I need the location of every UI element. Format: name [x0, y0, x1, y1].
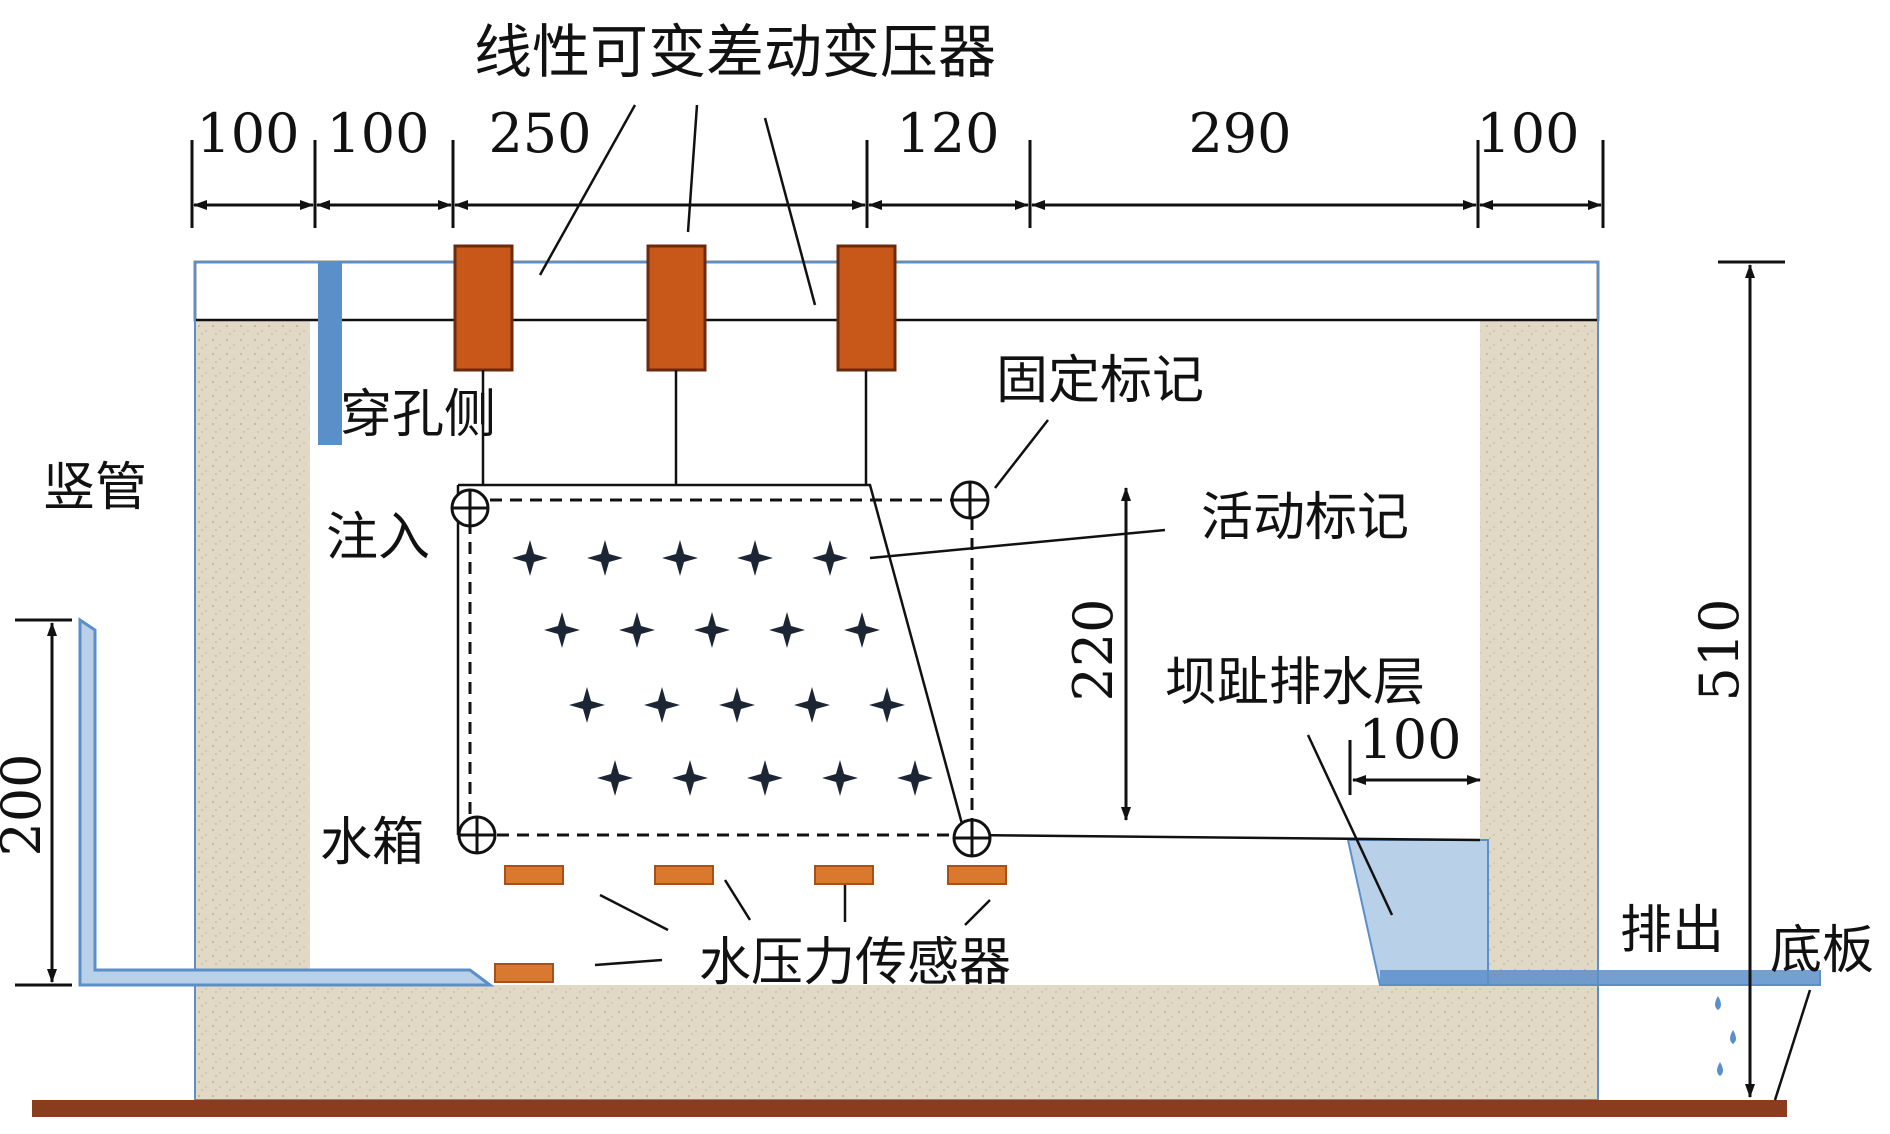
movable-marker: [794, 687, 830, 723]
movable-marker: [869, 687, 905, 723]
dim-top-3: 250: [488, 102, 591, 165]
movable-marker: [587, 540, 623, 576]
soil-surface-line: [458, 483, 1481, 842]
movable-marker: [719, 687, 755, 723]
pressure-sensor-label: 水压力传感器: [699, 933, 1011, 993]
drain-width-label: 100: [1358, 708, 1461, 771]
movable-marker: [694, 612, 730, 648]
fixed-markers: [450, 480, 992, 858]
injection-label: 注入: [326, 508, 430, 568]
movable-marker: [644, 687, 680, 723]
standpipe-height-label: 200: [0, 753, 53, 856]
marker-height-label: 220: [1062, 598, 1125, 701]
movable-marker: [512, 540, 548, 576]
dim-top-5: 290: [1188, 102, 1291, 165]
water-drops: [1715, 996, 1736, 1076]
movable-marker: [672, 760, 708, 796]
top-dimensions: [190, 140, 1605, 228]
movable-marker: [597, 760, 633, 796]
leader-lines: [538, 104, 1812, 1101]
height-dimension: [1718, 260, 1785, 1098]
standpipe: [78, 617, 495, 987]
movable-marker: [747, 760, 783, 796]
height-total-label: 510: [1688, 598, 1751, 701]
toe-drain-label: 坝趾排水层: [1165, 653, 1425, 713]
reference-frame: [468, 498, 974, 837]
base-plate: [32, 1100, 1787, 1117]
dim-top-2: 100: [326, 102, 429, 165]
movable-marker: [822, 760, 858, 796]
dim-top-1: 100: [196, 102, 299, 165]
outflow-label: 排出: [1620, 901, 1724, 961]
movable-marker: [737, 540, 773, 576]
movable-marker-label: 活动标记: [1201, 488, 1409, 548]
fixed-marker-label: 固定标记: [996, 351, 1204, 411]
drain-width-dimension: [1348, 740, 1481, 795]
water-tank-label: 水箱: [320, 813, 424, 873]
movable-marker: [769, 612, 805, 648]
movable-marker: [662, 540, 698, 576]
movable-markers: [512, 540, 933, 796]
movable-marker: [569, 687, 605, 723]
dim-top-6: 100: [1476, 102, 1579, 165]
movable-marker: [619, 612, 655, 648]
movable-marker: [897, 760, 933, 796]
standpipe-dimension: [15, 618, 72, 987]
lvdt-sensors: [453, 244, 897, 485]
movable-marker: [544, 612, 580, 648]
movable-marker: [844, 612, 880, 648]
perforated-tube: [318, 262, 342, 445]
perforated-side-label: 穿孔侧: [340, 385, 496, 445]
standpipe-label: 竖管: [43, 458, 147, 518]
pressure-sensors: [494, 865, 1007, 983]
base-plate-label: 底板: [1770, 921, 1874, 981]
dim-top-4: 120: [896, 102, 999, 165]
movable-marker: [812, 540, 848, 576]
lvdt-label: 线性可变差动变压器: [474, 18, 996, 86]
